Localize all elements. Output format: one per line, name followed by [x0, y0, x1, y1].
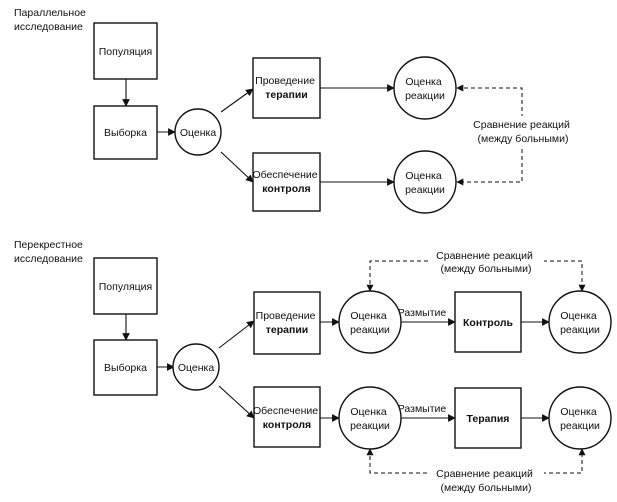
control-phase-box: Контроль [454, 291, 522, 353]
svg-text:Оценка реакции: Оценка реакции [405, 170, 445, 196]
therapy-label: Проведение терапии [255, 75, 318, 101]
washout-bottom-label: Размытие [398, 403, 447, 415]
parallel-study: Параллельное исследование Сравнение реак… [14, 7, 578, 214]
assessment-label: Оценка [180, 127, 217, 139]
edge-assessment-control [220, 151, 254, 183]
therapy-label-2: Проведение терапии [256, 310, 319, 336]
therapy-phase-box: Терапия [454, 387, 522, 449]
parallel-title: Параллельное исследование [14, 7, 89, 33]
comparison-bottom-label: Сравнение реакций (между больными) [436, 468, 536, 494]
population-box: Популяция [93, 22, 158, 80]
assessment-circle-2: Оценка [172, 343, 220, 391]
svg-text:Оценка реакции: Оценка реакции [350, 310, 390, 336]
control-label-2: Обеспечение контроля [253, 405, 321, 431]
comparison-label: Сравнение реакций (между больными) [473, 119, 573, 145]
control-box: Обеспечение контроля [252, 152, 321, 212]
therapy-phase-label: Терапия [467, 413, 510, 425]
response-circle-bottom-1: Оценка реакции [338, 386, 402, 450]
control-box-2: Обеспечение контроля [253, 386, 321, 448]
control-label: Обеспечение контроля [252, 169, 320, 195]
crossover-study: Перекрестное исследование Размытие Размы… [14, 239, 612, 495]
population-label-2: Популяция [99, 281, 152, 293]
response-circle-top-1: Оценка реакции [338, 290, 402, 354]
edge-assessment-control-2 [218, 385, 255, 419]
comparison-top-label: Сравнение реакций (между больными) [436, 250, 536, 275]
population-box-2: Популяция [93, 257, 158, 315]
washout-top-label: Размытие [398, 307, 447, 319]
response-circle-top: Оценка реакции [393, 56, 457, 120]
therapy-box: Проведение терапии [252, 57, 321, 119]
sample-box: Выборка [93, 105, 158, 160]
response-circle-top-2: Оценка реакции [548, 290, 612, 354]
therapy-box-2: Проведение терапии [253, 291, 321, 355]
sample-box-2: Выборка [93, 339, 158, 396]
edge-assessment-therapy [220, 88, 254, 113]
svg-text:Оценка реакции: Оценка реакции [560, 406, 600, 432]
assessment-circle: Оценка [174, 108, 222, 156]
sample-label: Выборка [104, 127, 147, 139]
assessment-label-2: Оценка [178, 362, 215, 374]
svg-text:Оценка реакции: Оценка реакции [350, 406, 390, 432]
control-phase-label: Контроль [463, 317, 514, 329]
response-circle-bottom-2: Оценка реакции [548, 386, 612, 450]
svg-text:Оценка реакции: Оценка реакции [560, 310, 600, 336]
population-label: Популяция [99, 46, 152, 58]
sample-label-2: Выборка [104, 362, 147, 374]
svg-text:Оценка реакции: Оценка реакции [405, 76, 445, 102]
response-circle-bottom: Оценка реакции [393, 150, 457, 214]
crossover-title: Перекрестное исследование [14, 239, 86, 265]
edge-assessment-therapy-2 [218, 320, 255, 349]
